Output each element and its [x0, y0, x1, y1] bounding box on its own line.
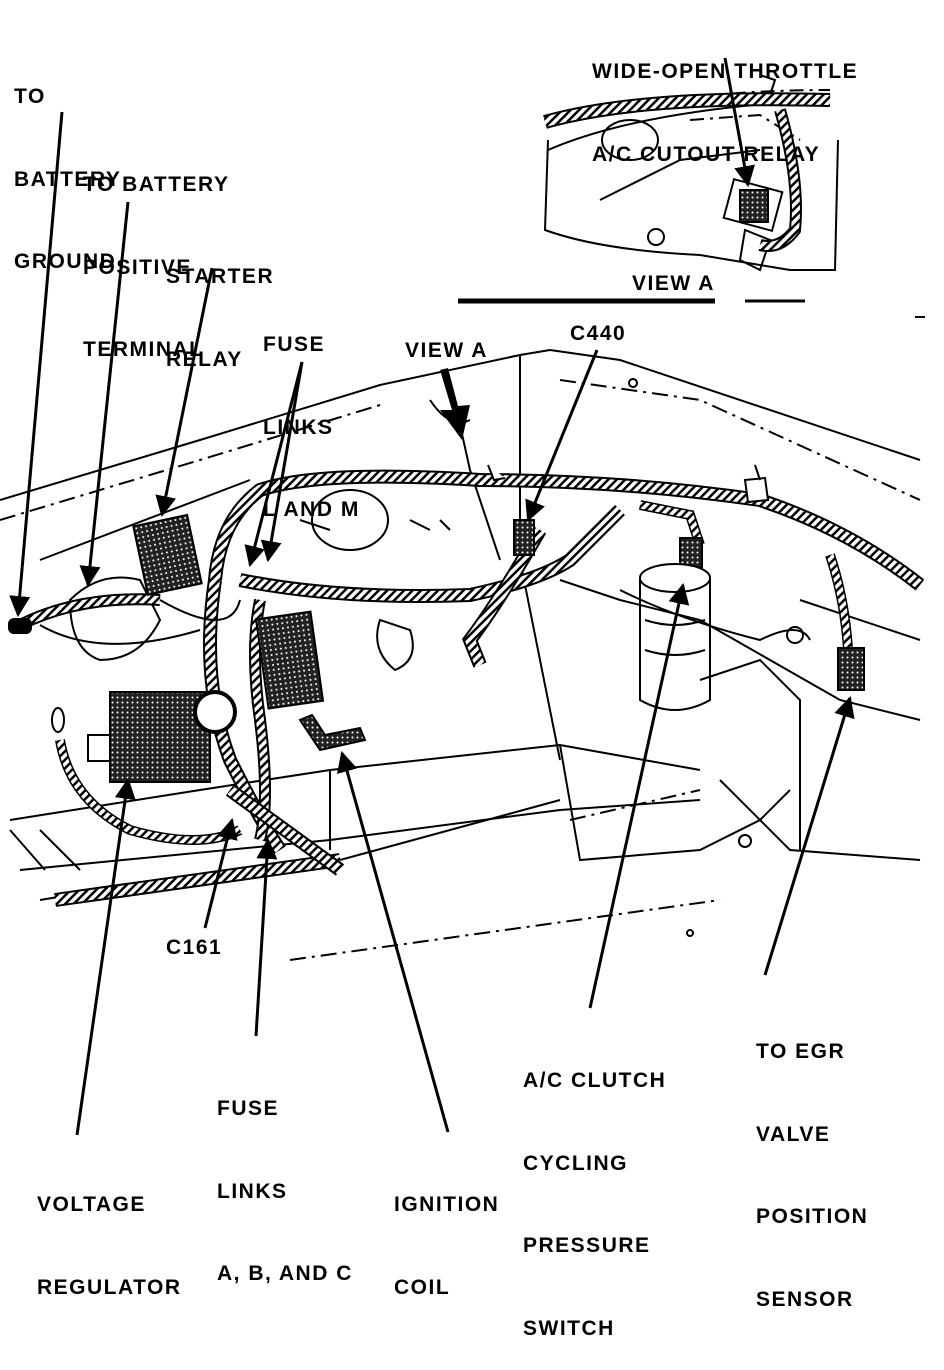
label-view-a-inset: VIEW A — [632, 272, 715, 295]
label-view-a-arrow: VIEW A — [405, 339, 488, 362]
view-a-arrow — [440, 368, 470, 440]
label-fuse-links-abc: FUSE LINKS A, B, AND C — [217, 1097, 353, 1285]
accumulator — [639, 563, 711, 711]
fuse-block-part — [254, 610, 325, 710]
body-structure — [0, 349, 921, 961]
label-wot-relay: WIDE-OPEN THROTTLE A/C CUTOUT RELAY — [592, 60, 859, 166]
label-egr-sensor: TO EGR VALVE POSITION SENSOR — [756, 1040, 869, 1311]
egr-connector — [837, 647, 865, 691]
label-c440: C440 — [570, 322, 627, 345]
engine-compartment-wiring-diagram: TO BATTERY GROUND TO BATTERY POSITIVE TE… — [0, 57, 925, 1340]
c440-connector — [513, 519, 535, 556]
label-voltage-regulator: VOLTAGE REGULATOR — [37, 1193, 182, 1299]
label-c161: C161 — [166, 936, 223, 959]
starter-relay-part — [132, 513, 203, 597]
diagram-artwork — [0, 57, 925, 1136]
label-ignition-coil: IGNITION COIL — [394, 1193, 500, 1299]
battery — [68, 576, 162, 662]
label-ac-clutch-switch: A/C CLUTCH CYCLING PRESSURE SWITCH — [523, 1069, 667, 1340]
label-battery-ground: TO BATTERY GROUND — [14, 85, 122, 273]
ignition-coil-part — [298, 713, 367, 752]
label-battery-positive: TO BATTERY POSITIVE TERMINAL — [83, 173, 230, 361]
voltage-regulator-part — [109, 691, 211, 783]
label-starter-relay: STARTER RELAY — [166, 265, 275, 371]
label-fuse-links-lm: FUSE LINKS L AND M — [263, 333, 360, 521]
leader-lines — [9, 57, 855, 1136]
